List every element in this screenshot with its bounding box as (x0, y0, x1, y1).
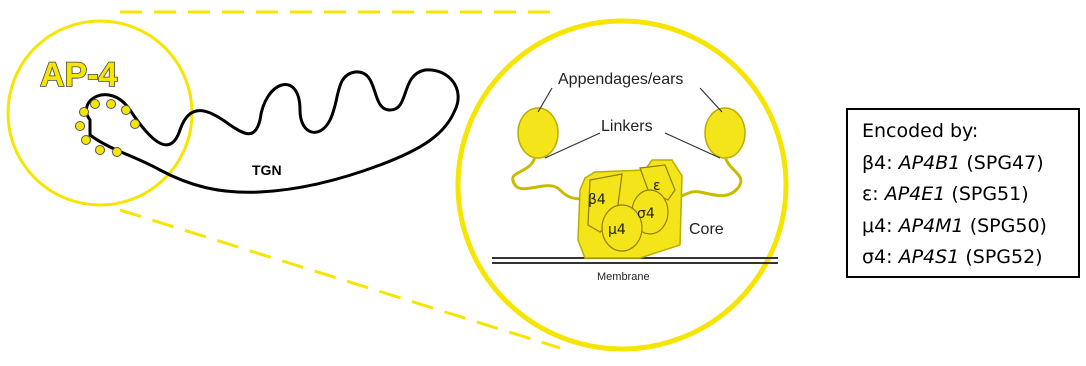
legend-subunit: σ4: (862, 246, 893, 268)
legend-heading: Encoded by: (862, 116, 1078, 148)
legend-subunit: μ4: (862, 215, 893, 237)
ap4-dot (91, 100, 100, 109)
linkers-label: Linkers (601, 118, 653, 135)
ap4-dot (107, 100, 116, 109)
tgn-label: TGN (252, 162, 282, 178)
legend-gene: AP4S1 (899, 246, 960, 268)
ap4-dot (113, 148, 122, 157)
ap4-dot (82, 136, 91, 145)
ap4-title: AP-4 (40, 56, 118, 94)
legend-row-sigma4: σ4: AP4S1 (SPG52) (862, 242, 1078, 274)
legend-gene: AP4B1 (899, 152, 961, 174)
legend-subunit: ε: (862, 183, 879, 205)
legend-row-beta4: β4: AP4B1 (SPG47) (862, 148, 1078, 180)
membrane-label: Membrane (597, 271, 650, 283)
right-appendage-ear (705, 108, 745, 158)
legend-spg: (SPG47) (966, 152, 1043, 174)
appendages-label: Appendages/ears (558, 71, 683, 88)
legend-spg: (SPG50) (970, 215, 1047, 237)
ap4-dot (96, 146, 105, 155)
ap4-dot (76, 122, 85, 131)
core-label: Core (689, 221, 724, 238)
left-appendage-ear (518, 108, 558, 158)
legend-spg: (SPG51) (951, 183, 1028, 205)
legend-spg: (SPG52) (965, 246, 1042, 268)
ap4-dot (131, 120, 140, 129)
epsilon-label: ε (653, 178, 661, 194)
encoded-by-legend: Encoded by: β4: AP4B1 (SPG47) ε: AP4E1 (… (846, 108, 1080, 278)
legend-row-mu4: μ4: AP4M1 (SPG50) (862, 211, 1078, 243)
ap4-dot (80, 108, 89, 117)
legend-gene: AP4E1 (885, 183, 946, 205)
cell-circle (8, 21, 192, 205)
sigma4-label: σ4 (637, 206, 655, 222)
ap4-dot (122, 106, 131, 115)
legend-row-epsilon: ε: AP4E1 (SPG51) (862, 179, 1078, 211)
legend-subunit: β4: (862, 152, 893, 174)
legend-gene: AP4M1 (899, 215, 964, 237)
beta4-label: β4 (588, 192, 606, 208)
mu4-label: μ4 (608, 222, 626, 238)
